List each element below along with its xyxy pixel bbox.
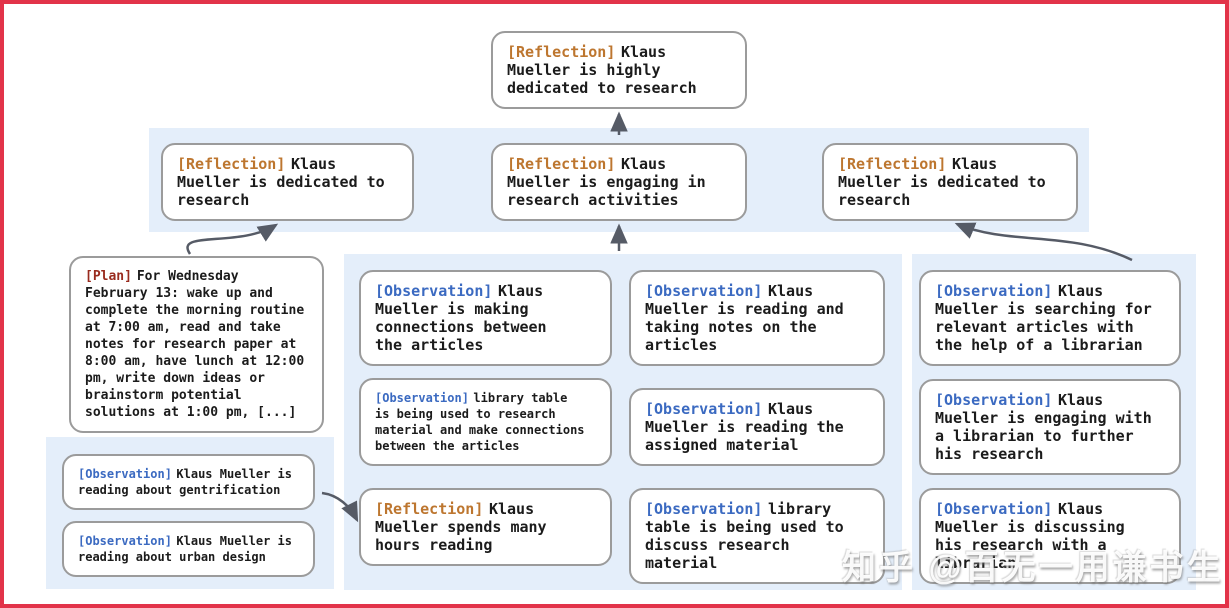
node-observation-library-table-discuss: [Observation]library table is being used…: [629, 488, 885, 584]
reflection-tag: [Reflection]: [507, 155, 616, 173]
plan-tag: [Plan]: [85, 269, 132, 284]
node-observation-discussing-research: [Observation]Klaus Mueller is discussing…: [919, 488, 1181, 584]
node-text: For Wednesday February 13: wake up and c…: [85, 269, 305, 420]
zhihu-watermark: 知乎 @百无一用谦书生: [842, 549, 1224, 587]
node-reflection-spends-hours-reading: [Reflection]Klaus Mueller spends many ho…: [359, 488, 612, 566]
node-observation-assigned-material: [Observation]Klaus Mueller is reading th…: [629, 388, 885, 466]
node-text: Klaus Mueller is reading about gentrific…: [78, 467, 292, 497]
observation-tag: [Observation]: [375, 391, 469, 405]
node-observation-taking-notes: [Observation]Klaus Mueller is reading an…: [629, 270, 885, 366]
node-reflection-right: [Reflection]Klaus Mueller is dedicated t…: [822, 143, 1078, 221]
node-text: Klaus Mueller is reading the assigned ma…: [645, 400, 844, 454]
observation-tag: [Observation]: [935, 500, 1053, 518]
node-observation-urban-design: [Observation]Klaus Mueller is reading ab…: [62, 521, 315, 577]
node-text: Klaus Mueller is reading about urban des…: [78, 534, 292, 564]
observation-tag: [Observation]: [935, 282, 1053, 300]
node-text: library table is being used to discuss r…: [645, 500, 844, 572]
node-reflection-middle: [Reflection]Klaus Mueller is engaging in…: [491, 143, 747, 221]
observation-tag: [Observation]: [375, 282, 493, 300]
observation-tag: [Observation]: [78, 534, 172, 548]
observation-tag: [Observation]: [645, 282, 763, 300]
observation-tag: [Observation]: [645, 400, 763, 418]
node-text: Klaus Mueller is engaging with a librari…: [935, 391, 1152, 463]
node-observation-making-connections: [Observation]Klaus Mueller is making con…: [359, 270, 612, 366]
node-text: Klaus Mueller is engaging in research ac…: [507, 155, 706, 209]
observation-tag: [Observation]: [935, 391, 1053, 409]
node-text: Klaus Mueller spends many hours reading: [375, 500, 547, 554]
node-observation-gentrification: [Observation]Klaus Mueller is reading ab…: [62, 454, 315, 510]
node-observation-library-table-research: [Observation]library table is being used…: [359, 378, 612, 466]
node-text: Klaus Mueller is highly dedicated to res…: [507, 43, 697, 97]
node-reflection-left: [Reflection]Klaus Mueller is dedicated t…: [161, 143, 414, 221]
node-observation-engaging-librarian: [Observation]Klaus Mueller is engaging w…: [919, 379, 1181, 475]
node-text: Klaus Mueller is dedicated to research: [838, 155, 1046, 209]
node-text: Klaus Mueller is making connections betw…: [375, 282, 547, 354]
reflection-tag: [Reflection]: [838, 155, 947, 173]
node-top-reflection: [Reflection]Klaus Mueller is highly dedi…: [491, 31, 747, 109]
reflection-tag: [Reflection]: [375, 500, 484, 518]
node-plan: [Plan]For Wednesday February 13: wake up…: [69, 256, 324, 433]
node-text: library table is being used to research …: [375, 391, 585, 453]
node-text: Klaus Mueller is searching for relevant …: [935, 282, 1152, 354]
node-text: Klaus Mueller is reading and taking note…: [645, 282, 844, 354]
reflection-tag: [Reflection]: [507, 43, 616, 61]
node-observation-searching-articles: [Observation]Klaus Mueller is searching …: [919, 270, 1181, 366]
node-text: Klaus Mueller is discussing his research…: [935, 500, 1125, 572]
observation-tag: [Observation]: [645, 500, 763, 518]
node-text: Klaus Mueller is dedicated to research: [177, 155, 385, 209]
reflection-tag: [Reflection]: [177, 155, 286, 173]
observation-tag: [Observation]: [78, 467, 172, 481]
